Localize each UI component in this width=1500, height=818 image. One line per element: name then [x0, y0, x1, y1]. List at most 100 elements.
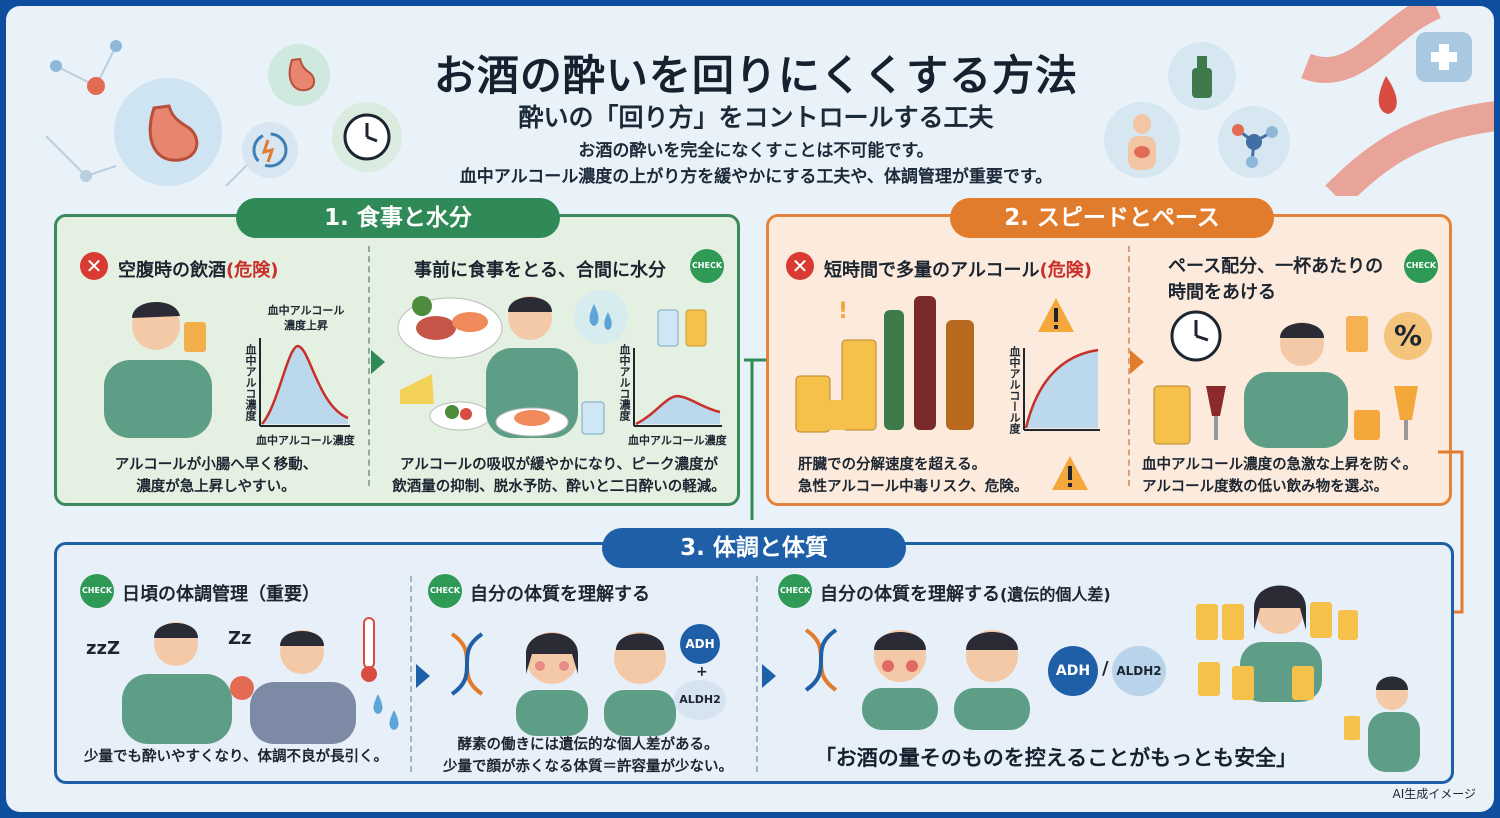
caption-line-2: 飲酒量の抑制、脱水予防、酔いと二日酔いの軽減。 — [392, 479, 726, 495]
chart-y-label: 血中アルコール度 — [1008, 346, 1021, 434]
rapid-spike-chart — [259, 338, 350, 427]
page-subtitle: 酔いの「回り方」をコントロールする工夫 — [518, 103, 994, 132]
blood-vessel-decoration-icon — [1301, 6, 1494, 196]
moderate-drinking-illustration — [1196, 585, 1420, 772]
section-3-divider-2 — [756, 576, 758, 772]
plus-sign: + — [696, 664, 708, 680]
bottle-icon — [1168, 42, 1236, 110]
section-3-arrow-icon — [762, 664, 776, 688]
intro-line-1: お酒の酔いを完全になくすことは不可能です。 — [578, 141, 934, 161]
caption-line-1: アルコールの吸収が緩やかになり、ピーク濃度が — [400, 457, 718, 473]
heading-subtext: (遺伝的個人差) — [1000, 585, 1111, 604]
dna-and-faces-illustration — [450, 632, 676, 736]
infographic-frame: お酒の酔いを回りにくくする方法 酔いの「回り方」をコントロールする工夫 お酒の酔… — [6, 6, 1494, 812]
caption-line-1: アルコールが小腸へ早く移動、 — [114, 457, 318, 473]
constitution-heading: 自分の体質を理解する — [470, 584, 650, 605]
heading-text: 短時間で多量のアルコール — [824, 260, 1040, 281]
warning-icon — [1052, 456, 1088, 490]
empty-stomach-caption: アルコールが小腸へ早く移動、 濃度が急上昇しやすい。 — [86, 454, 346, 498]
slash-sign: / — [1102, 658, 1109, 679]
molecule-icon — [1218, 106, 1290, 178]
enzyme-adh-badge: ADH — [1048, 646, 1098, 696]
stomach-icon — [114, 78, 222, 186]
small-glass-icon — [1346, 316, 1368, 352]
caption-line-2: 濃度が急上昇しやすい。 — [136, 479, 296, 495]
many-drinks-illustration: ! — [795, 296, 974, 433]
caption-line-2: 少量で顔が赤くなる体質＝許容量が少ない。 — [443, 759, 733, 775]
chart-title-2: 濃度上昇 — [284, 319, 328, 332]
intro-text: お酒の酔いを完全になくすことは不可能です。 血中アルコール濃度の上がり方を緩やか… — [356, 138, 1156, 190]
chart-y-label: 血中アルコ濃度 — [618, 344, 631, 421]
chart-y-label: 血中アルコ濃度 — [244, 344, 257, 421]
body-organs-icon — [1104, 102, 1180, 178]
cycle-icon — [242, 122, 298, 178]
gentle-curve-chart — [633, 348, 722, 427]
warning-icon — [1038, 298, 1074, 332]
molecule-decoration-icon — [45, 40, 257, 187]
danger-x-icon: ✕ — [80, 252, 108, 280]
closing-statement: 「お酒の量そのものを控えることがもっとも安全」 — [814, 746, 1298, 770]
enzyme-aldh2-badge: ALDH2 — [674, 680, 726, 720]
genetic-heading: 自分の体質を理解する(遺伝的個人差) — [820, 580, 1111, 606]
svg-text:Zz: Zz — [228, 628, 252, 649]
eat-first-caption: アルコールの吸収が緩やかになり、ピーク濃度が 飲酒量の抑制、脱水予防、酔いと二日… — [384, 454, 734, 498]
danger-label: (危険) — [226, 260, 279, 281]
chart-title-1: 血中アルコール — [267, 304, 345, 317]
caption-line-1: 酵素の働きには遺伝的な個人差がある。 — [457, 737, 719, 753]
meal-and-water-illustration — [397, 296, 605, 438]
medical-kit-icon — [1416, 32, 1472, 82]
chart-x-label: 血中アルコール濃度 — [256, 434, 355, 447]
dna-and-faces-illustration — [804, 628, 1030, 730]
section-3-label: 3. 体調と体質 — [602, 528, 906, 568]
check-badge-icon: CHECK — [778, 574, 812, 608]
section-2-arrow-icon — [1130, 350, 1144, 374]
caption-line-2: 急性アルコール中毒リスク、危険。 — [798, 479, 1029, 495]
binge-heading: 短時間で多量のアルコール(危険) — [824, 256, 1092, 282]
check-badge-icon: CHECK — [80, 574, 114, 608]
check-badge-icon: CHECK — [428, 574, 462, 608]
caption-line-1: 血中アルコール濃度の急激な上昇を防ぐ。 — [1142, 457, 1418, 473]
daily-health-heading: 日頃の体調管理（重要） — [122, 584, 320, 605]
enzyme-adh-badge: ADH — [680, 624, 720, 664]
clock-icon — [332, 102, 402, 172]
chart-x-label: 血中アルコール濃度 — [628, 434, 727, 447]
caption-line-2: アルコール度数の低い飲み物を選ぶ。 — [1142, 479, 1389, 495]
pace-heading-1: ペース配分、一杯あたりの — [1168, 256, 1384, 277]
caption-line-1: 肝臓での分解速度を超える。 — [798, 457, 987, 473]
clock-icon — [1170, 310, 1222, 362]
enzyme-aldh2-badge: ALDH2 — [1112, 646, 1166, 696]
danger-x-icon: ✕ — [786, 252, 814, 280]
section-1-label: 1. 食事と水分 — [236, 198, 560, 238]
steep-rise-chart — [1023, 348, 1100, 431]
section-3-divider-1 — [410, 576, 412, 772]
paced-drinker-illustration — [1153, 322, 1418, 448]
section-speed-pace-panel — [766, 214, 1452, 506]
section-1-arrow-icon — [371, 350, 385, 374]
eat-first-heading: 事前に食事をとる、合間に水分 — [414, 260, 666, 281]
check-badge-icon: CHECK — [690, 249, 724, 283]
section-3-arrow-icon — [416, 664, 430, 688]
heading-text: 空腹時の飲酒 — [118, 260, 226, 281]
percent-icon: % — [1384, 312, 1432, 360]
drink-glasses-icon — [657, 309, 707, 347]
health-contrast-illustration: zzZ Zz — [86, 617, 399, 744]
page-title: お酒の酔いを回りにくくする方法 — [433, 51, 1079, 100]
check-badge-icon: CHECK — [1404, 249, 1438, 283]
heading-text: 自分の体質を理解する — [820, 584, 1000, 605]
section-2-divider — [1128, 246, 1130, 486]
pace-caption: 血中アルコール濃度の急激な上昇を防ぐ。 アルコール度数の低い飲み物を選ぶ。 — [1142, 454, 1442, 498]
daily-health-caption: 少量でも酔いやすくなり、体調不良が長引く。 — [84, 749, 388, 765]
section-2-label: 2. スピードとペース — [950, 198, 1274, 238]
empty-stomach-heading: 空腹時の飲酒(危険) — [118, 256, 278, 282]
person-drinking-illustration — [104, 301, 212, 438]
constitution-caption: 酵素の働きには遺伝的な個人差がある。 少量で顔が赤くなる体質＝許容量が少ない。 — [418, 734, 758, 778]
svg-text:zzZ: zzZ — [86, 638, 120, 659]
stomach-small-icon — [268, 44, 330, 106]
binge-caption: 肝臓での分解速度を超える。 急性アルコール中毒リスク、危険。 — [798, 454, 1048, 498]
section-1-divider — [368, 246, 370, 486]
danger-label: (危険) — [1039, 260, 1092, 281]
svg-text:!: ! — [838, 299, 848, 324]
water-drop-icon — [574, 290, 628, 344]
ai-generated-label: AI生成イメージ — [1392, 787, 1476, 801]
pace-heading-2: 時間をあける — [1168, 282, 1276, 303]
